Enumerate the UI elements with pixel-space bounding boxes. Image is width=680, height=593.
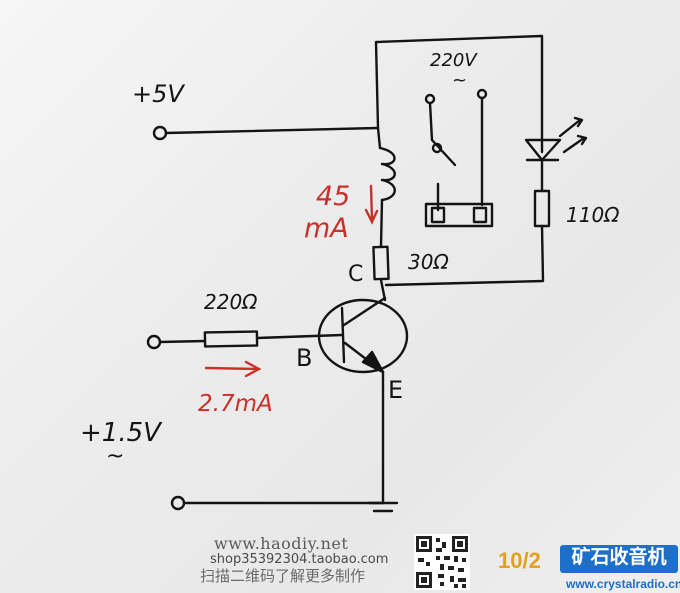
collector-label: C: [348, 262, 364, 287]
coil-current-value: 45: [316, 181, 351, 212]
base-terminal-wire: [146, 333, 344, 350]
ac-tilde-label: ~: [452, 70, 468, 91]
current-arrow-base: [204, 360, 262, 378]
watermark-caption: 扫描二维码了解更多制作: [200, 567, 366, 585]
return-bus-wire: [384, 224, 545, 287]
resistor-220ohm: [203, 330, 259, 348]
supply-5v-label: +5V: [132, 80, 184, 108]
ac-tilde-1-5v-label: ~: [106, 444, 125, 469]
resistor-30ohm-label: 30Ω: [408, 250, 449, 274]
base-label: B: [296, 344, 313, 372]
ground-icon: [367, 501, 399, 513]
resistor-220ohm-label: 220Ω: [204, 290, 258, 314]
resistor-110ohm-label: 110Ω: [566, 203, 620, 227]
relay-switch-icon: [424, 88, 494, 228]
relay-coil-inductor: [378, 146, 396, 202]
led-icon: [524, 116, 588, 162]
plus5v-terminal-wire: [152, 125, 380, 141]
brand-name: 矿石收音机: [571, 546, 667, 568]
brand-url: www.crystalradio.cn: [566, 577, 680, 591]
resistor-30ohm: [372, 245, 390, 281]
base-current-label: 2.7mA: [198, 391, 273, 417]
watermark-shop: shop35392304.taobao.com: [210, 552, 389, 567]
brand-badge: [560, 545, 678, 573]
plus1-5v-terminal-wire: [170, 495, 385, 511]
emitter-label: E: [388, 376, 404, 404]
supply-1-5v-label: +1.5V: [80, 418, 161, 448]
coil-wire: [376, 126, 387, 302]
watermark-url: www.haodiy.net: [214, 534, 349, 553]
ac-220v-label: 220V: [430, 50, 477, 71]
coil-current-unit: mA: [304, 213, 349, 244]
qr-code-icon: [414, 534, 470, 590]
current-arrow-coil: [364, 184, 379, 225]
photo-date-stamp: 10/2: [498, 548, 541, 573]
supply-bus-wire: [374, 34, 544, 154]
resistor-110ohm: [533, 189, 551, 228]
